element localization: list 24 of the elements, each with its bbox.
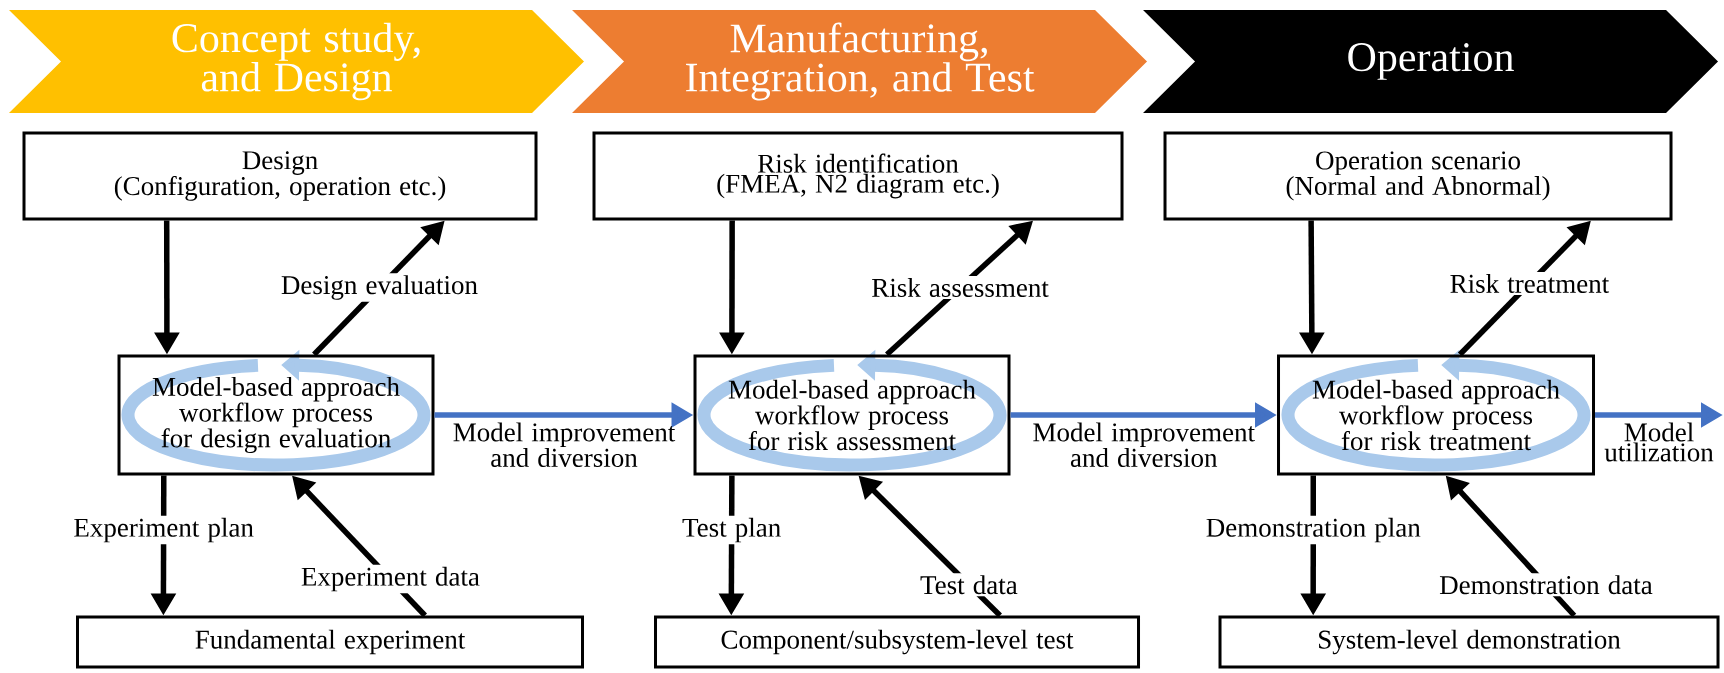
box: Fundamental experiment (76, 615, 584, 669)
edge-label: Experiment plan (71, 515, 256, 545)
edge-label: Model improvement and diversion (453, 422, 676, 467)
phase-banner: Concept study, and Design (9, 10, 584, 113)
edge-label: Experiment data (298, 564, 482, 594)
box: Risk identification (FMEA, N2 diagram etc.) (592, 131, 1124, 221)
edge-label: Risk treatment (1447, 272, 1612, 295)
box: Operation scenario (Normal and Abnormal) (1163, 131, 1673, 221)
edge-label: Risk assessment (869, 276, 1051, 299)
edge-label: Demonstration data (1437, 573, 1655, 597)
edge-label: Demonstration plan (1203, 515, 1423, 545)
process-box: Model-based approach workflow process for risk assessment (693, 354, 1011, 476)
box: Component/subsystem-level test (654, 615, 1140, 669)
edge-label: Test plan (680, 515, 784, 545)
box: Design (Configuration, operation etc.) (22, 131, 538, 221)
process-box: Model-based approach workflow process for design evaluation (117, 354, 435, 476)
phase-banner: Manufacturing, Integration, and Test (572, 10, 1147, 113)
edge-label: Model improvement and diversion (1033, 422, 1255, 467)
edge-label: Test data (918, 573, 1020, 597)
phase-banner: Operation (1143, 10, 1718, 113)
process-box: Model-based approach workflow process for risk treatment (1277, 354, 1595, 476)
edge-label: Design evaluation (278, 273, 480, 302)
edge-label: Model utilization (1604, 422, 1714, 462)
box: System-level demonstration (1218, 615, 1720, 669)
